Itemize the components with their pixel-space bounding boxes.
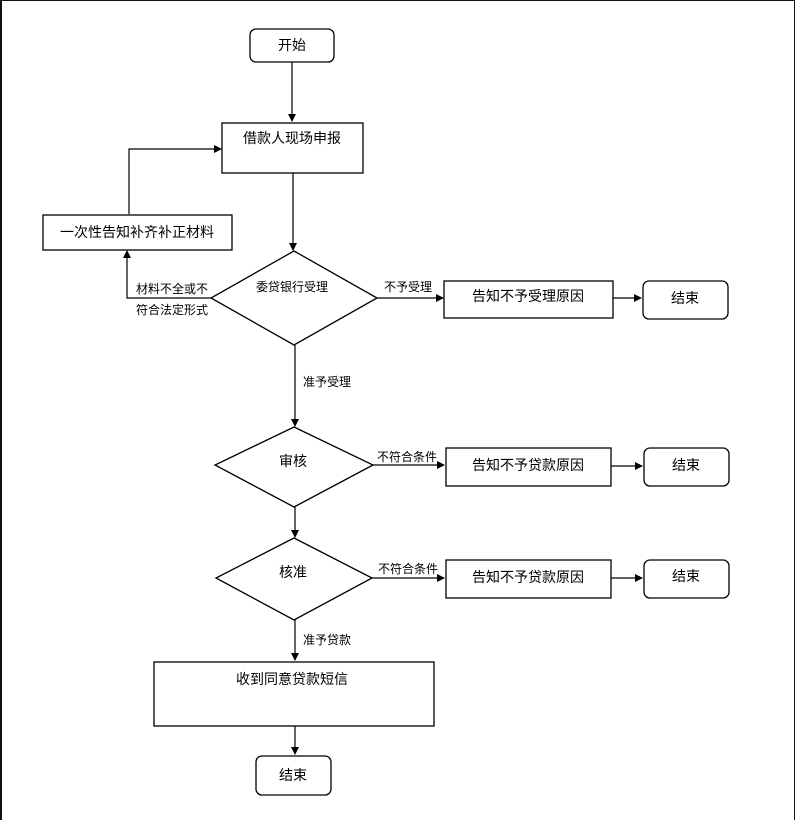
loan-granted-label: 准予贷款	[303, 633, 351, 647]
accepted-label: 准予受理	[303, 375, 351, 389]
end2-terminal	[643, 447, 730, 487]
start-label: 开始	[278, 38, 306, 54]
start-terminal	[249, 28, 335, 63]
review-notice-label: 告知不予贷款原因	[472, 457, 584, 474]
not-accepted-label: 不予受理	[384, 280, 432, 294]
review-notice-box	[445, 447, 612, 487]
approve-decision	[214, 537, 374, 621]
end4-terminal	[255, 755, 332, 796]
review-label: 审核	[279, 454, 307, 470]
end3-label: 结束	[672, 569, 700, 585]
end1-terminal	[642, 280, 729, 320]
not-qualified-label-2: 不符合条件	[378, 561, 438, 576]
incomplete-label-line1: 材料不全或不	[136, 281, 208, 296]
end2-label: 结束	[672, 458, 700, 474]
approve-notice-box	[445, 559, 612, 599]
supplement-label: 一次性告知补齐补正材料	[60, 224, 214, 241]
review-decision	[213, 426, 375, 508]
end1-label: 结束	[671, 291, 699, 307]
reject-notice-label: 告知不予受理原因	[472, 288, 584, 305]
supplement-box	[42, 214, 233, 251]
apply-box	[221, 122, 364, 174]
sms-box	[153, 661, 435, 727]
approve-label: 核准	[279, 565, 307, 581]
reject-notice-box	[443, 280, 614, 319]
edge-accept-supplement	[123, 250, 211, 299]
end3-terminal	[643, 559, 730, 599]
incomplete-label-line2: 符合法定形式	[136, 302, 208, 317]
apply-label: 借款人现场申报	[243, 131, 341, 147]
end4-label: 结束	[279, 768, 307, 784]
sms-label: 收到同意贷款短信	[236, 671, 348, 688]
accept-label: 委贷银行受理	[256, 280, 328, 294]
accept-decision	[209, 250, 379, 346]
edge-supplement-apply	[128, 145, 222, 214]
approve-notice-label: 告知不予贷款原因	[472, 569, 584, 586]
not-qualified-label-1: 不符合条件	[377, 449, 437, 464]
